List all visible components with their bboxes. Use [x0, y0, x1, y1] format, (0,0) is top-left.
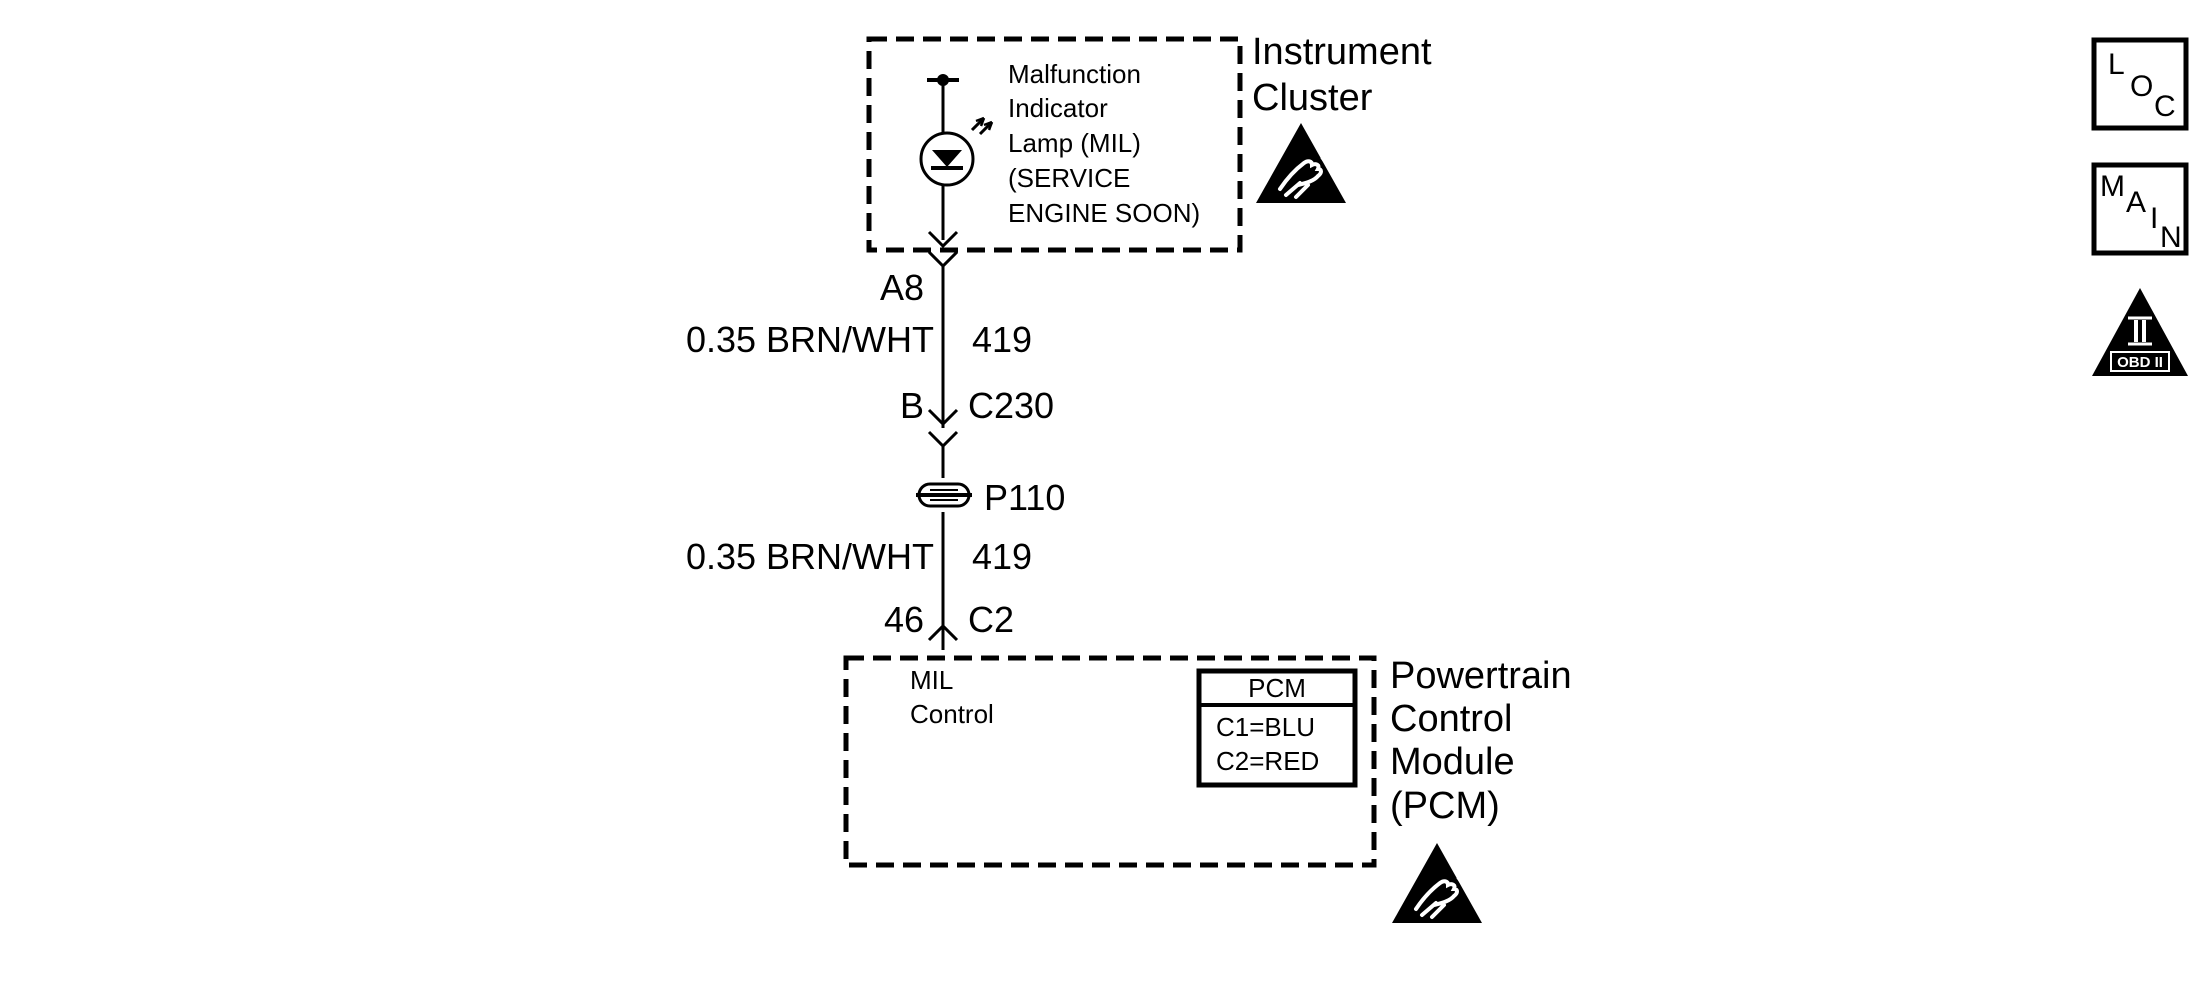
loc-icon[interactable]: L O C — [2091, 37, 2189, 131]
connector-c2-symbol — [927, 623, 959, 642]
wire-lower-color-label: 0.35 BRN/WHT — [686, 536, 934, 577]
loc-letter-c: C — [2154, 90, 2176, 123]
loc-letter-o: O — [2130, 70, 2153, 103]
instrument-cluster-boundary — [866, 36, 1243, 253]
mil-lamp-label: Malfunction Indicator Lamp (MIL) (SERVIC… — [1008, 59, 1200, 228]
circuit-labels: A8 0.35 BRN/WHT 419 B C230 P110 0.35 BRN… — [686, 267, 1065, 640]
lamp-label-line2: Indicator — [1008, 93, 1108, 123]
wire-upper-color-label: 0.35 BRN/WHT — [686, 319, 934, 360]
pcm-legend-row-c2: C2=RED — [1216, 746, 1319, 776]
connector-c230-label: C230 — [968, 385, 1054, 426]
lamp-label-line1: Malfunction — [1008, 59, 1141, 89]
esd-warning-icon — [1390, 841, 1484, 925]
splice-pack-p110-label: P110 — [984, 477, 1065, 518]
instrument-cluster-title-line2: Cluster — [1252, 77, 1373, 119]
obd-ii-icon[interactable]: OBD II — [2092, 288, 2188, 376]
mil-lamp-icon — [919, 74, 994, 240]
lamp-label-line5: ENGINE SOON) — [1008, 198, 1200, 228]
circuit-419 — [916, 230, 972, 650]
main-letter-n: N — [2160, 221, 2182, 254]
pin-a8-label: A8 — [880, 267, 924, 308]
pcm-title-line2: Control — [1390, 698, 1513, 740]
wire-upper-circuit-number: 419 — [972, 319, 1032, 360]
main-letter-i: I — [2150, 202, 2158, 235]
pcm-title-line4: (PCM) — [1390, 785, 1500, 827]
instrument-cluster-title-line1: Instrument — [1252, 31, 1432, 73]
wire-lower-circuit-number: 419 — [972, 536, 1032, 577]
pcm-legend-row-c1: C1=BLU — [1216, 712, 1315, 742]
connector-c230-symbol — [927, 408, 959, 427]
pcm-boundary — [843, 655, 1377, 868]
pin-b-label: B — [900, 385, 924, 426]
pcm-legend-header: PCM — [1248, 673, 1306, 703]
main-icon[interactable]: M A I N — [2091, 162, 2189, 256]
pcm-connector-legend: PCM C1=BLU C2=RED — [1196, 668, 1358, 788]
lamp-label-line4: (SERVICE — [1008, 163, 1130, 193]
instrument-cluster: Instrument Cluster Malfunction Indicator… — [866, 31, 1432, 253]
pin-46-label: 46 — [884, 599, 924, 640]
obd-ii-label: OBD II — [2117, 354, 2163, 371]
connector-c2-label: C2 — [968, 599, 1014, 640]
main-letter-a: A — [2126, 186, 2146, 219]
pcm-title-line3: Module — [1390, 741, 1515, 783]
splice-pack-p110-icon — [916, 482, 972, 508]
powertrain-control-module: MIL Control PCM C1=BLU C2=RED Powertrain… — [843, 655, 1572, 925]
loc-letter-l: L — [2108, 48, 2125, 81]
mil-control-label-line1: MIL — [910, 665, 953, 695]
esd-warning-icon — [1254, 121, 1348, 205]
lamp-label-line3: Lamp (MIL) — [1008, 128, 1141, 158]
mil-control-label-line2: Control — [910, 699, 994, 729]
main-letter-m: M — [2100, 170, 2125, 203]
pcm-title-line1: Powertrain — [1390, 655, 1572, 697]
connector-a8-symbol — [927, 230, 959, 249]
